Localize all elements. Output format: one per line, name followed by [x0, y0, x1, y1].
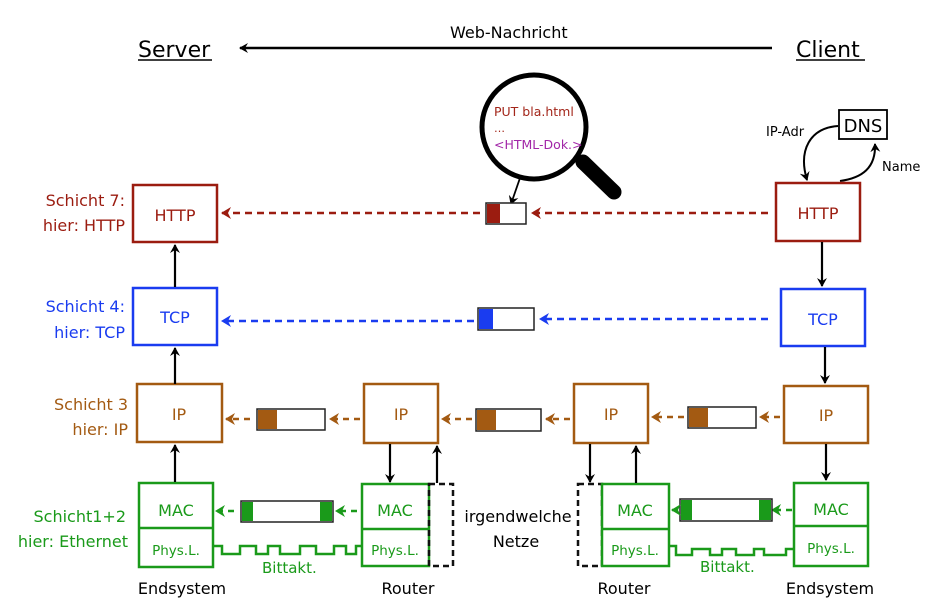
router1-label: Router: [381, 579, 434, 598]
dns-name-label: Name: [882, 160, 920, 175]
ethernet-frame-2: [679, 498, 773, 522]
ip-packet-3: [687, 406, 757, 429]
router2-mac-label: MAC: [617, 501, 653, 520]
networks-label-line1: irgendwelche: [464, 507, 571, 526]
layer4-title: Schicht 4:: [46, 297, 125, 316]
left-endsystem-label: Endsystem: [138, 579, 226, 598]
dns-label: DNS: [844, 116, 883, 137]
layer3-title: Schicht 3: [54, 395, 128, 414]
layer12-sub: hier: Ethernet: [18, 532, 128, 551]
bitclock-label-left: Bittakt.: [262, 559, 317, 577]
server-label: Server: [138, 38, 211, 63]
server-http-label: HTTP: [155, 206, 196, 225]
server-mac-label: MAC: [158, 501, 194, 520]
router1-ip-label: IP: [394, 405, 409, 424]
dns-name-arrow: [839, 143, 881, 182]
router2-other-network-interface: [576, 482, 604, 568]
client-phys-label: Phys.L.: [807, 541, 855, 557]
server-phys-label: Phys.L.: [152, 543, 200, 559]
router1-ethernet-stack: MAC Phys.L.: [360, 482, 431, 568]
tcp-packet: [477, 307, 535, 331]
router1-other-network-interface: [427, 482, 455, 568]
client-tcp-label: TCP: [807, 310, 838, 329]
server-ip-label: IP: [172, 405, 187, 424]
server-tcp-label: TCP: [159, 308, 190, 327]
client-ethernet-stack: MAC Phys.L.: [792, 481, 870, 568]
router2-label: Router: [597, 579, 650, 598]
magnifier-ellipsis: …: [494, 122, 505, 135]
client-label: Client: [796, 38, 860, 63]
server-http-box: HTTP: [131, 183, 219, 244]
router1-ip-box: IP: [362, 382, 440, 445]
client-http-box: HTTP: [774, 181, 862, 243]
bitclock-wave-right: [670, 544, 794, 557]
layer7-title: Schicht 7:: [46, 191, 125, 210]
server-ethernet-stack: MAC Phys.L.: [137, 481, 215, 569]
magnifier-icon: [479, 72, 622, 200]
router1-phys-label: Phys.L.: [371, 543, 419, 559]
http-packet: [485, 202, 527, 225]
client-http-label: HTTP: [798, 204, 839, 223]
server-ip-box: IP: [135, 382, 224, 444]
bitclock-label-right: Bittakt.: [700, 558, 755, 576]
router2-ip-box: IP: [572, 382, 650, 445]
layer7-sub: hier: HTTP: [43, 216, 126, 235]
client-mac-label: MAC: [813, 500, 849, 519]
dns-ip-arrow: [799, 125, 839, 181]
dns-ip-addr-label: IP-Adr: [766, 125, 805, 140]
router2-phys-label: Phys.L.: [611, 543, 659, 559]
bitclock-wave-left: [214, 544, 362, 556]
router1-mac-label: MAC: [377, 501, 413, 520]
networks-label-line2: Netze: [493, 532, 539, 551]
magnifier-put-line: PUT bla.html: [494, 104, 574, 119]
router2-ethernet-stack: MAC Phys.L.: [600, 482, 671, 568]
client-ip-label: IP: [819, 406, 834, 425]
client-tcp-box: TCP: [779, 287, 867, 348]
layer12-title: Schicht1+2: [33, 507, 126, 526]
dns-box: [838, 109, 888, 140]
client-ip-box: IP: [782, 384, 870, 445]
magnifier-pointer-arrow: [508, 177, 521, 205]
ip-packet-2: [475, 408, 542, 432]
ip-packet-1: [256, 408, 326, 431]
router2-ip-label: IP: [604, 405, 619, 424]
magnifier-html-line: <HTML-Dok.>: [494, 137, 583, 152]
right-endsystem-label: Endsystem: [786, 579, 874, 598]
web-message-label: Web-Nachricht: [450, 23, 568, 42]
ethernet-frame-1: [240, 500, 334, 523]
layer4-sub: hier: TCP: [54, 323, 125, 342]
layer3-sub: hier: IP: [72, 420, 128, 439]
server-tcp-box: TCP: [131, 286, 219, 347]
